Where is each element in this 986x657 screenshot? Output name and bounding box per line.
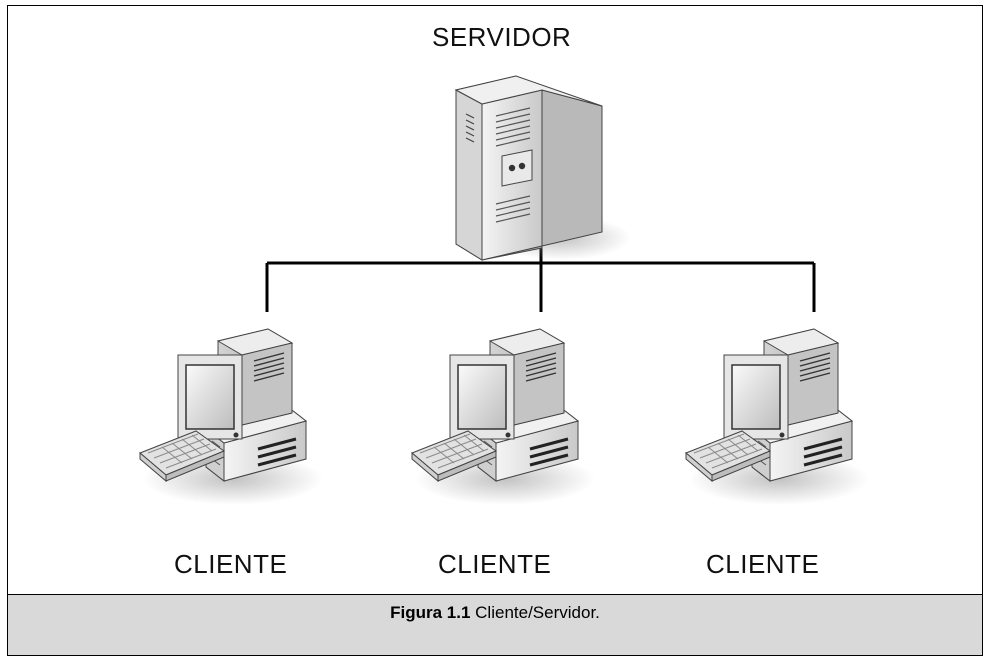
client-label-2: CLIENTE: [438, 549, 552, 579]
caption-bar: Figura 1.1 Cliente/Servidor.: [8, 594, 982, 655]
server-icon: [454, 75, 631, 261]
figure-caption: Figura 1.1 Cliente/Servidor.: [8, 603, 982, 623]
client-computer-icon-3: [684, 327, 871, 507]
caption-text: Cliente/Servidor.: [475, 603, 600, 622]
client-computer-icon-1: [138, 327, 325, 507]
client-computer-icon-2: [410, 327, 597, 507]
caption-number: Figura 1.1: [390, 603, 471, 622]
server-label: SERVIDOR: [432, 22, 572, 52]
diagram-area: SERVIDOR CLIENTE CLIENTE CLIENTE: [8, 6, 982, 594]
client-label-3: CLIENTE: [706, 549, 820, 579]
client-label-1: CLIENTE: [174, 549, 288, 579]
figure-frame: SERVIDOR CLIENTE CLIENTE CLIENTE Figura …: [7, 5, 983, 656]
network-diagram: [138, 75, 871, 507]
